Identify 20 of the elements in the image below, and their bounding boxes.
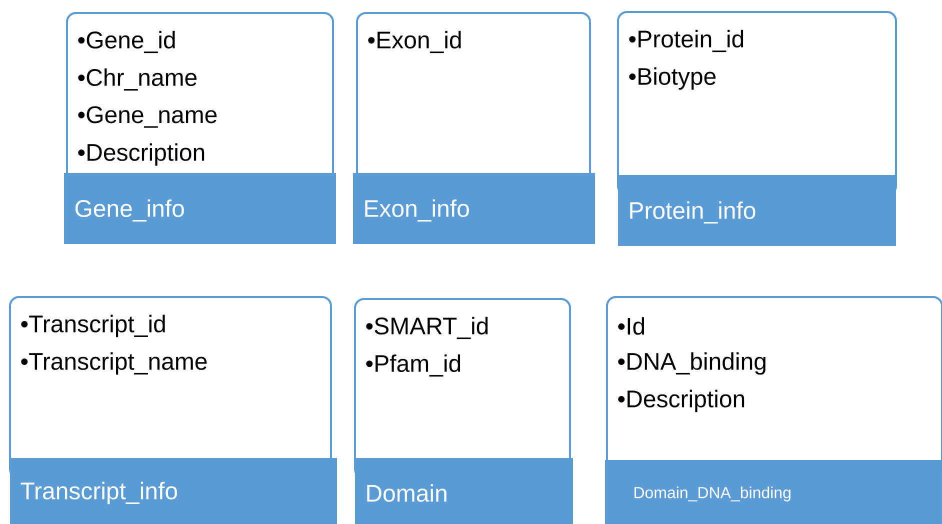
list-item: •Transcript_id bbox=[21, 314, 165, 338]
header-band: Exon_info bbox=[353, 173, 595, 244]
header-band: Domain bbox=[355, 458, 573, 524]
list-item: •Id bbox=[618, 317, 644, 335]
list-item: •Exon_id bbox=[368, 30, 461, 54]
header-band: Transcript_info bbox=[10, 458, 337, 524]
list-item: •Description bbox=[78, 143, 204, 166]
list-item: •Gene_id bbox=[78, 30, 175, 54]
list-item: •Transcript_name bbox=[21, 352, 207, 375]
header-band: Gene_info bbox=[64, 173, 336, 244]
list-item: •Biotype bbox=[629, 67, 716, 90]
header-band: Protein_info bbox=[618, 175, 896, 246]
list-item: •Chr_name bbox=[78, 68, 197, 91]
list-item: •Pfam_id bbox=[366, 354, 460, 377]
header-band: Domain_DNA_binding bbox=[605, 460, 942, 524]
list-item: •Protein_id bbox=[629, 30, 744, 52]
list-item: •DNA_binding bbox=[618, 352, 766, 375]
list-item: •Gene_name bbox=[78, 106, 217, 128]
list-item: •SMART_id bbox=[366, 316, 488, 340]
list-item: •Description bbox=[618, 390, 744, 412]
